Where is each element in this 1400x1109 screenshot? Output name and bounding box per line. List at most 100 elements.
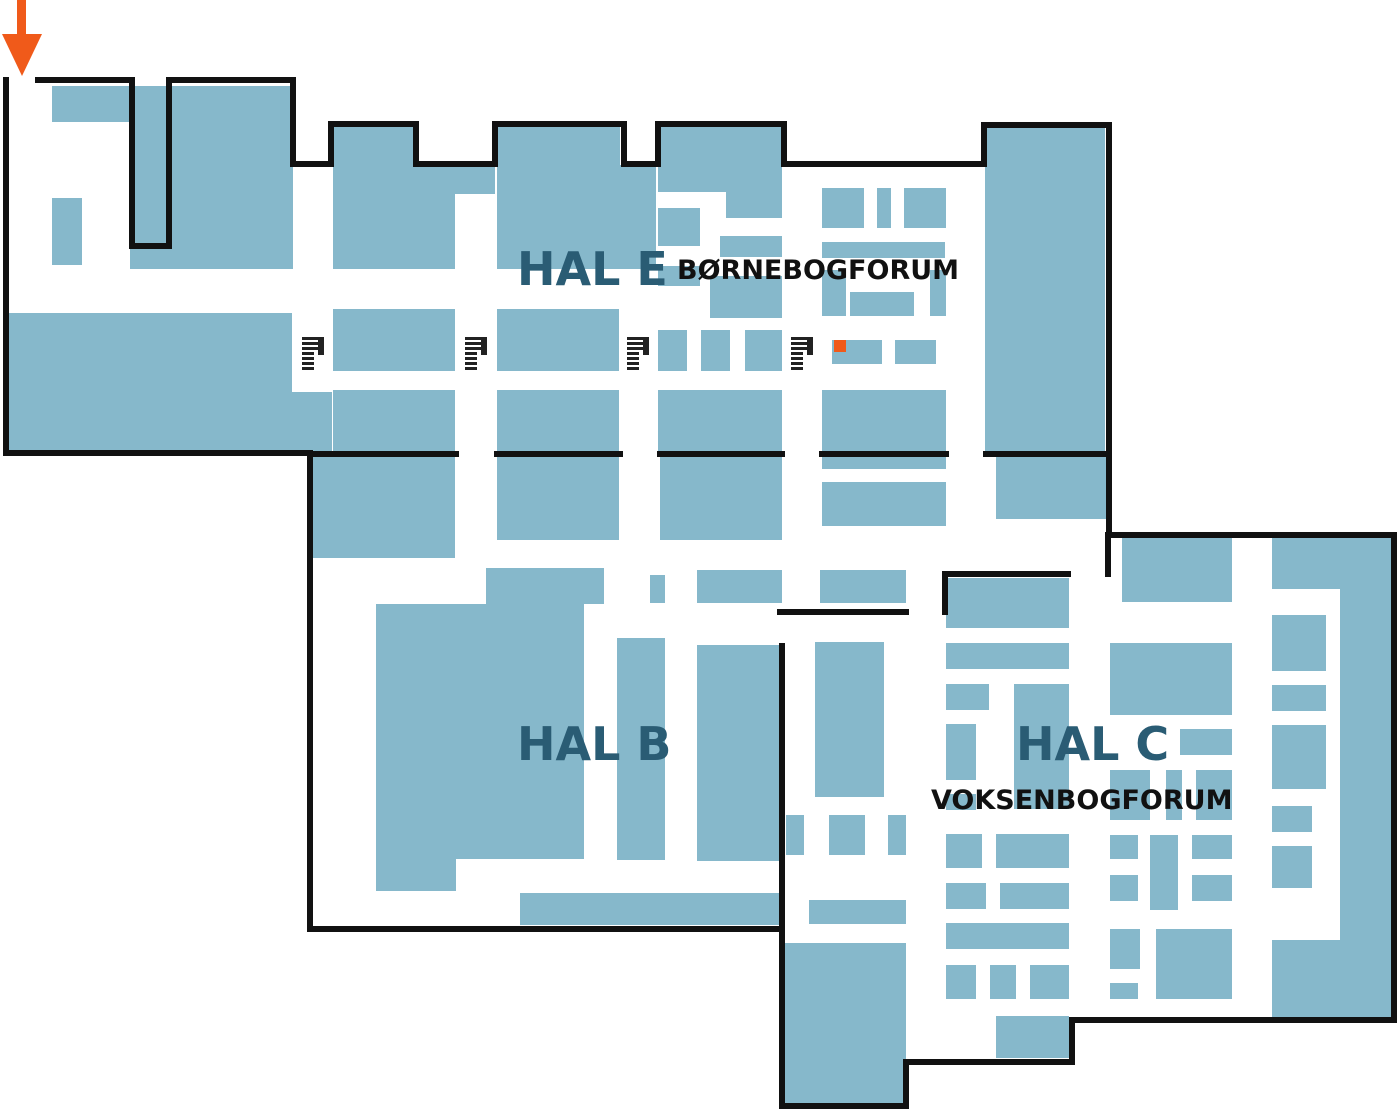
booth[interactable] <box>1156 929 1232 999</box>
booth[interactable] <box>1110 875 1138 901</box>
booth[interactable] <box>1110 835 1138 859</box>
booth[interactable] <box>930 270 946 316</box>
booth[interactable] <box>1110 770 1150 820</box>
booth[interactable] <box>990 965 1016 999</box>
booth[interactable] <box>52 86 129 122</box>
booth[interactable] <box>1150 835 1178 910</box>
booth[interactable] <box>1110 983 1138 999</box>
booth[interactable] <box>985 127 1105 452</box>
booth[interactable] <box>946 578 1069 628</box>
booth[interactable] <box>815 642 884 797</box>
booth[interactable] <box>497 390 619 452</box>
booth[interactable] <box>658 208 700 246</box>
booth[interactable] <box>946 834 982 868</box>
booth[interactable] <box>620 165 656 269</box>
booth[interactable] <box>946 684 989 710</box>
hall-e-label: HAL E <box>517 242 668 296</box>
booth[interactable] <box>877 188 891 228</box>
booth[interactable] <box>946 965 976 999</box>
booth[interactable] <box>996 455 1106 519</box>
booth[interactable] <box>333 127 415 269</box>
booth[interactable] <box>785 943 906 1103</box>
stairs-icon[interactable] <box>627 337 649 370</box>
booth[interactable] <box>1122 538 1232 602</box>
booth[interactable] <box>658 330 687 371</box>
booth[interactable] <box>1272 725 1326 789</box>
booth[interactable] <box>822 390 946 452</box>
booth[interactable] <box>822 188 864 228</box>
booth[interactable] <box>333 390 455 452</box>
booth[interactable] <box>786 815 804 855</box>
booth[interactable] <box>497 127 620 269</box>
booth[interactable] <box>822 455 946 469</box>
booth[interactable] <box>658 390 782 452</box>
booth[interactable] <box>1272 615 1326 671</box>
booth[interactable] <box>820 570 906 603</box>
booth[interactable] <box>660 455 782 540</box>
booth[interactable] <box>1272 806 1312 832</box>
booth[interactable] <box>895 340 936 364</box>
booth[interactable] <box>1192 835 1232 859</box>
booth[interactable] <box>809 900 906 924</box>
booth[interactable] <box>1110 929 1140 969</box>
booth[interactable] <box>710 276 782 318</box>
booth[interactable] <box>9 313 292 452</box>
booth[interactable] <box>376 859 456 891</box>
booth[interactable] <box>658 266 700 286</box>
booth[interactable] <box>946 923 1069 949</box>
booth[interactable] <box>1192 875 1232 901</box>
booth[interactable] <box>1340 589 1394 1019</box>
booth[interactable] <box>1272 846 1312 888</box>
booth[interactable] <box>904 188 946 228</box>
location-marker-icon[interactable] <box>834 340 846 352</box>
booth[interactable] <box>829 815 865 855</box>
booth[interactable] <box>1000 883 1069 909</box>
booth[interactable] <box>1272 940 1340 1019</box>
booth[interactable] <box>1166 770 1182 820</box>
booth[interactable] <box>850 292 914 316</box>
booth[interactable] <box>1030 965 1069 999</box>
booth[interactable] <box>946 883 986 909</box>
booth[interactable] <box>617 638 665 860</box>
booth[interactable] <box>1272 685 1326 711</box>
booth[interactable] <box>996 834 1069 868</box>
booth[interactable] <box>822 242 945 258</box>
booth[interactable] <box>415 165 495 194</box>
booth[interactable] <box>1110 643 1232 715</box>
stairs-icon[interactable] <box>302 337 324 370</box>
booth[interactable] <box>697 570 782 603</box>
hall-c-forum-label: VOKSENBOGFORUM <box>931 785 1232 816</box>
booth[interactable] <box>333 309 455 371</box>
booth[interactable] <box>520 893 780 925</box>
booth[interactable] <box>720 236 782 257</box>
booth[interactable] <box>376 604 584 859</box>
booth[interactable] <box>822 482 946 526</box>
booth[interactable] <box>888 815 906 855</box>
booth[interactable] <box>486 568 604 604</box>
booth[interactable] <box>822 270 846 316</box>
booth[interactable] <box>701 330 730 371</box>
booth[interactable] <box>946 643 1069 669</box>
booth[interactable] <box>745 330 782 371</box>
stairs-icon[interactable] <box>791 337 813 370</box>
booth[interactable] <box>1014 684 1069 809</box>
entrance-arrow-icon[interactable] <box>2 0 42 76</box>
booth[interactable] <box>658 127 782 192</box>
booth[interactable] <box>415 194 455 269</box>
booth[interactable] <box>1272 538 1394 589</box>
booth[interactable] <box>497 309 619 371</box>
booth[interactable] <box>726 192 782 218</box>
stairs-icon[interactable] <box>465 337 487 370</box>
booth[interactable] <box>497 455 619 540</box>
booth[interactable] <box>312 455 455 558</box>
booth[interactable] <box>946 794 976 810</box>
booth[interactable] <box>1196 770 1232 820</box>
booth[interactable] <box>1180 729 1232 755</box>
booth[interactable] <box>650 575 665 603</box>
booth[interactable] <box>996 1016 1069 1058</box>
booth[interactable] <box>52 198 82 265</box>
booth[interactable] <box>292 392 332 452</box>
booth[interactable] <box>697 645 780 861</box>
booth[interactable] <box>946 724 976 780</box>
booth[interactable] <box>130 86 293 269</box>
